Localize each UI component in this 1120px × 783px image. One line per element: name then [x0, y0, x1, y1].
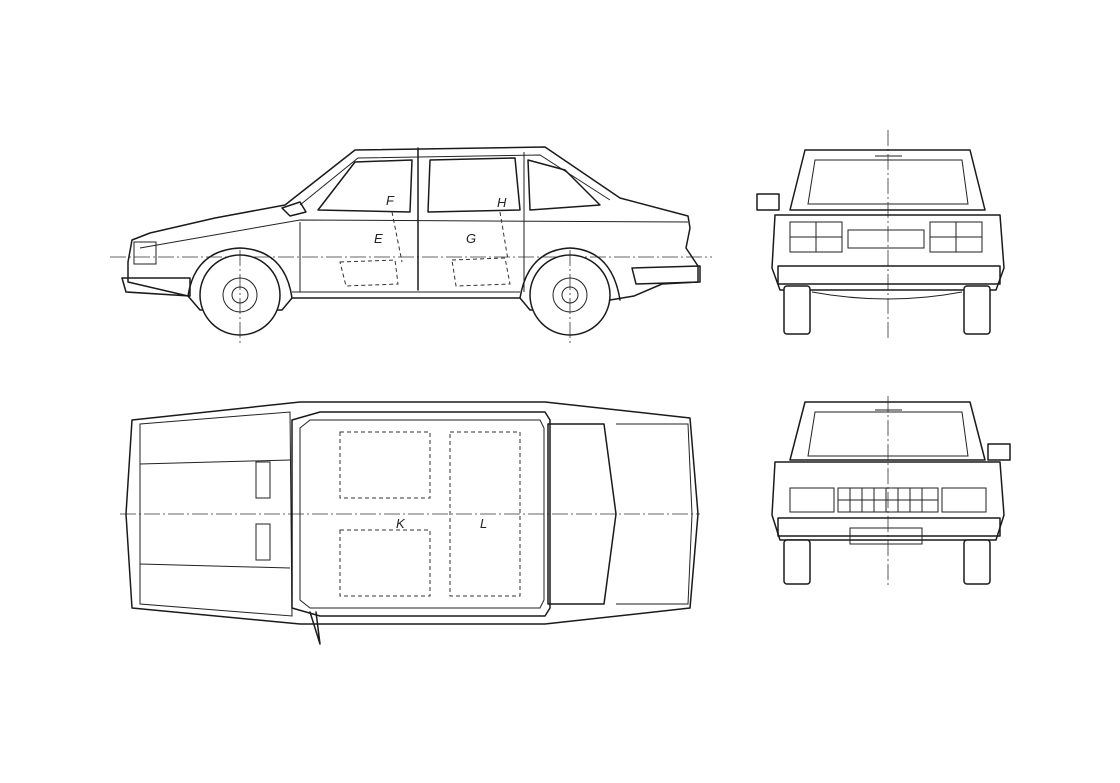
rear-underbody: [811, 291, 963, 300]
side-rear-door-window: [427, 157, 521, 213]
front-plate: [849, 527, 923, 545]
side-rear-arch: [519, 247, 621, 301]
rear-mirror: [756, 193, 780, 211]
label-L: L: [480, 516, 487, 531]
front-right-tyre: [963, 539, 991, 585]
top-hood-line-2: [139, 563, 291, 569]
rear-plate: [847, 229, 925, 249]
rear-window: [807, 159, 969, 205]
front-grille-slats: [838, 488, 938, 512]
top-hood-line-1: [139, 459, 291, 465]
top-rear-window: [547, 423, 617, 605]
label-K: K: [396, 516, 406, 531]
rear-view: [756, 130, 1005, 340]
top-hood: [139, 411, 293, 617]
front-left-headlight: [789, 487, 835, 513]
side-headlight: [133, 241, 157, 265]
front-windscreen: [807, 411, 969, 457]
label-F: F: [386, 193, 395, 208]
top-front-seats: [339, 431, 431, 597]
rear-left-tyre: [783, 285, 811, 335]
top-vent-right: [255, 523, 271, 561]
top-trunk: [616, 423, 693, 605]
label-E: E: [374, 231, 383, 246]
top-rear-seat: [449, 431, 521, 597]
side-quarter-window: [527, 159, 601, 211]
rear-right-tyre: [963, 285, 991, 335]
side-front-seat: [339, 259, 399, 287]
side-front-bumper: [121, 277, 191, 297]
front-roof-glass: [789, 401, 986, 461]
top-body-outline: [125, 401, 699, 625]
side-rear-bumper: [631, 265, 701, 285]
front-left-tyre: [783, 539, 811, 585]
top-mirror: [309, 611, 321, 645]
side-beltline: [139, 219, 689, 249]
label-G: G: [466, 231, 476, 246]
side-rear-seat: [451, 257, 511, 287]
front-bumper: [777, 517, 1001, 537]
rear-body: [771, 214, 1005, 291]
front-view: [771, 396, 1011, 585]
side-mirror: [281, 201, 307, 217]
rear-lamp-segments: [790, 222, 982, 252]
top-roof: [299, 419, 545, 609]
front-mirror: [987, 443, 1011, 461]
label-H: H: [497, 195, 507, 210]
top-vent-left: [255, 461, 271, 499]
top-cabin: [291, 411, 551, 617]
side-front-window: [317, 159, 413, 213]
side-roof-line: [299, 154, 611, 206]
top-view: K L: [120, 401, 700, 645]
side-front-arch: [187, 247, 293, 299]
front-body: [771, 461, 1005, 541]
rear-roof-glass: [789, 149, 986, 211]
side-seatbelt-lines: [391, 211, 509, 263]
side-view: E F G H: [110, 146, 712, 345]
rear-bumper: [777, 265, 1001, 285]
front-right-headlight: [941, 487, 987, 513]
